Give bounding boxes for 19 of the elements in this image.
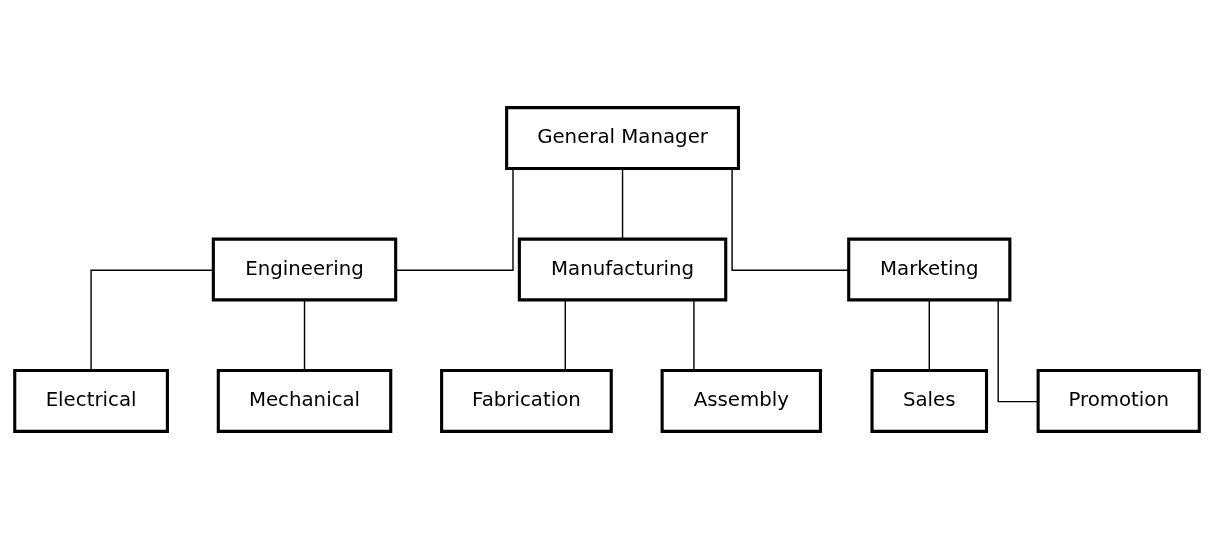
node-box: Fabrication [440,368,613,433]
node-box: Sales [870,368,989,433]
node-box: Marketing [847,237,1012,301]
connector [90,269,214,371]
connector [997,298,1039,402]
connector [564,298,566,371]
connector [928,298,930,371]
node-box: Engineering [211,237,398,301]
connector [731,167,850,271]
node-box: Assembly [660,368,822,433]
node-box: Promotion [1036,368,1201,433]
connector [693,298,695,371]
node-box: Manufacturing [517,237,728,301]
connector [303,298,306,371]
connector [621,167,624,239]
connector [395,167,514,271]
node-box: General Manager [505,105,740,170]
node-box: Mechanical [216,368,393,433]
node-box: Electrical [13,368,169,433]
